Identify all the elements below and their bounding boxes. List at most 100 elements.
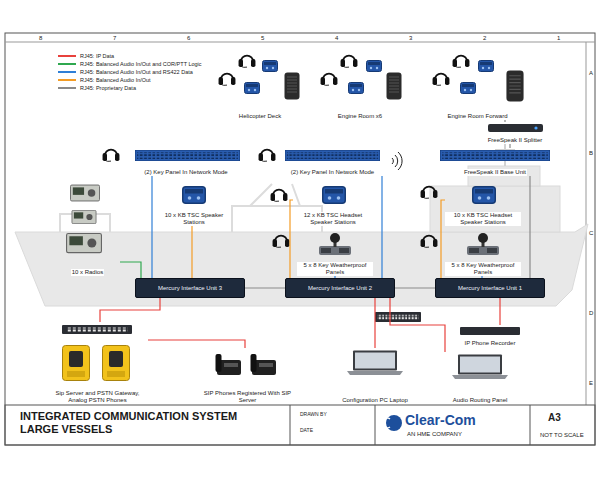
node-label: (2) Key Panel In Network Mode <box>290 169 375 176</box>
ship-silhouette <box>15 140 588 306</box>
analog-phone <box>103 346 130 381</box>
cable-connector <box>499 298 500 325</box>
beltpack <box>461 83 476 94</box>
headset <box>219 74 236 86</box>
audio-routing-panel: Audio Routing Panel <box>440 352 520 404</box>
analog-phone <box>63 346 90 381</box>
node-label: FreeSpeak II Splitter <box>487 137 544 144</box>
node-label: IP Phone Recorder <box>464 340 517 347</box>
base-unit: FreeSpeak II Base Unit <box>435 148 555 176</box>
node-label: Mercury Interface Unit 1 <box>458 285 522 292</box>
logo-mark <box>382 418 390 428</box>
speaker-stations: 10 x KB TSC Speaker Stations <box>157 182 231 226</box>
sheet-size: A3 <box>548 412 561 423</box>
legend-text: RJ45: Proprietary Data <box>80 85 136 91</box>
grid-number: 2 <box>483 35 486 42</box>
config-laptop: Configuration PC Laptop <box>335 348 415 404</box>
legend-row: RJ45: Balanced Audio In/Out <box>58 76 202 84</box>
deck-station-group: Engine Room Forward <box>420 48 535 120</box>
node-label: SIP Phones Registered With SIP Server <box>202 390 293 404</box>
legend-text: RJ45: Balanced Audio In/Out <box>80 77 151 83</box>
headset <box>103 150 120 162</box>
key-panel: (2) Key Panel In Network Mode <box>130 148 242 176</box>
sip-phone <box>216 354 242 375</box>
title-block-divider <box>375 405 376 445</box>
cable-connector <box>390 298 445 352</box>
weatherproof-panels: 5 x 8 Key Weatherproof Panels <box>445 230 521 276</box>
cable-connector <box>509 144 510 148</box>
legend-text: RJ45: IP Data <box>80 53 114 59</box>
grid-letter: E <box>589 380 593 387</box>
grid-number: 7 <box>113 35 116 42</box>
network-switch <box>375 312 421 322</box>
wireless-symbol <box>392 152 402 170</box>
network-switch <box>62 325 132 334</box>
radio <box>67 233 102 252</box>
node-label: Mercury Interface Unit 2 <box>308 285 372 292</box>
device-icons <box>62 56 550 381</box>
grid-number: 6 <box>187 35 190 42</box>
cable-connector <box>245 287 285 288</box>
recorder-device <box>460 327 520 335</box>
node-label: 10 x KB TSC Headset Speaker Stations <box>445 212 521 226</box>
node-label: Mercury Interface Unit 3 <box>158 285 222 292</box>
grid-number: 8 <box>39 35 42 42</box>
speaker-station <box>506 71 523 102</box>
speaker-station <box>183 187 206 204</box>
legend-swatch <box>58 63 76 65</box>
cable-connector <box>120 262 141 278</box>
node-label: FreeSpeak II Base Unit <box>463 169 527 176</box>
sip-phone <box>251 354 277 375</box>
cable-connector <box>529 176 530 278</box>
node-label: 10 x Radios <box>71 269 105 276</box>
beltpack <box>349 83 364 94</box>
grid-letter: A <box>589 70 593 77</box>
key-panel-rack <box>285 150 380 161</box>
weatherproof-panels: 5 x 8 Key Weatherproof Panels <box>297 230 373 276</box>
legend-text: RJ45: Balanced Audio In/Out and COR/PTT … <box>80 61 202 67</box>
legend-row: RJ45: Balanced Audio In/Out and RS422 Da… <box>58 68 202 76</box>
node-label: Audio Routing Panel <box>452 397 509 404</box>
node-label: 5 x 8 Key Weatherproof Panels <box>297 262 373 276</box>
grid-letter: C <box>589 230 593 237</box>
grid-letter: B <box>589 150 593 157</box>
interface-unit: Mercury Interface Unit 2 <box>285 278 395 298</box>
node-label: 10 x KB TSC Speaker Stations <box>157 212 231 226</box>
grid-letter: D <box>589 310 593 317</box>
grid-strip <box>586 42 587 405</box>
title-field: DATE <box>300 428 313 434</box>
cable-connector <box>395 287 435 288</box>
speaker-station <box>473 187 496 204</box>
speaker-stations: 12 x KB TSC Headset Speaker Stations <box>293 182 373 226</box>
weatherproof-panel <box>319 233 351 255</box>
sip-phones: SIP Phones Registered With SIP Server <box>202 348 293 404</box>
drawing-frame <box>5 33 595 445</box>
headset <box>421 236 438 248</box>
legend-row: RJ45: IP Data <box>58 52 202 60</box>
cable-connector <box>100 298 160 322</box>
headset <box>421 187 438 199</box>
node-label: 12 x KB TSC Headset Speaker Stations <box>293 212 373 226</box>
beltpack <box>263 61 278 72</box>
beltpack <box>245 83 260 94</box>
cable-connector <box>381 176 382 278</box>
grid-number: 4 <box>335 35 338 42</box>
beltpack <box>479 61 494 72</box>
headset <box>321 74 338 86</box>
ship-hull <box>15 224 588 306</box>
legend-swatch <box>58 71 76 73</box>
base-unit-rack <box>440 150 550 161</box>
beltpack <box>367 61 382 72</box>
title-field: DRAWN BY <box>300 412 327 418</box>
cable-connector <box>151 176 152 278</box>
splitter: FreeSpeak II Splitter <box>480 122 550 144</box>
radios: 10 x Radios <box>55 180 120 276</box>
interface-unit: Mercury Interface Unit 1 <box>435 278 545 298</box>
headset <box>433 74 450 86</box>
node-label: Engine Room x6 <box>337 113 383 120</box>
legend-text: RJ45: Balanced Audio In/Out and RS422 Da… <box>80 69 193 75</box>
title-block-divider <box>530 405 531 445</box>
status-light <box>534 126 537 129</box>
headset <box>273 236 290 248</box>
grid-strip <box>5 42 595 43</box>
